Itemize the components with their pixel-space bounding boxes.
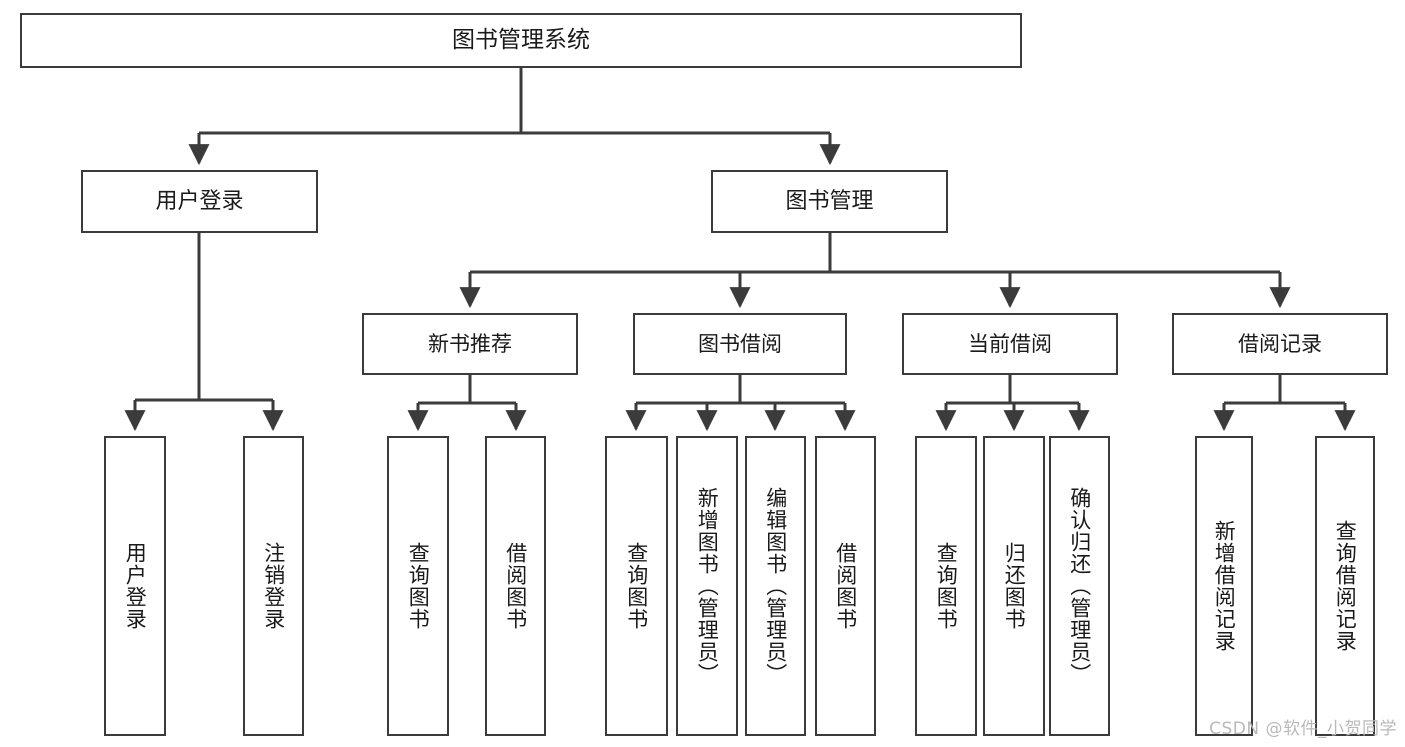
leaf-add-book-admin[interactable]: 新增图书（管理员） — [676, 436, 738, 736]
node-borrow-records[interactable]: 借阅记录 — [1172, 313, 1388, 375]
leaf-query-books-current[interactable]: 查询图书 — [915, 436, 977, 736]
leaf-add-borrow-record[interactable]: 新增借阅记录 — [1195, 436, 1253, 736]
node-borrow-records-label: 借阅记录 — [1238, 331, 1322, 356]
watermark: CSDN @软件_小贺同学 — [1209, 719, 1397, 739]
leaf-confirm-return-admin-label: 确认归还（管理员） — [1067, 487, 1092, 685]
leaf-query-borrow-record-label: 查询借阅记录 — [1333, 520, 1358, 652]
node-root[interactable]: 图书管理系统 — [20, 13, 1022, 68]
node-new-book-recommendation-label: 新书推荐 — [428, 331, 512, 356]
leaf-return-books-label: 归还图书 — [1002, 542, 1027, 630]
leaf-borrow-books-recommendation[interactable]: 借阅图书 — [485, 436, 546, 736]
leaf-add-book-admin-label: 新增图书（管理员） — [695, 487, 720, 685]
leaf-confirm-return-admin[interactable]: 确认归还（管理员） — [1049, 436, 1110, 736]
node-book-management-label: 图书管理 — [785, 188, 874, 214]
leaf-borrow-books[interactable]: 借阅图书 — [815, 436, 876, 736]
leaf-query-borrow-record[interactable]: 查询借阅记录 — [1315, 436, 1375, 736]
node-root-label: 图书管理系统 — [452, 27, 590, 54]
leaf-logout[interactable]: 注销登录 — [243, 436, 304, 736]
leaf-borrow-books-label: 借阅图书 — [833, 542, 858, 630]
node-book-borrow[interactable]: 图书借阅 — [633, 313, 847, 375]
leaf-query-books-recommendation[interactable]: 查询图书 — [387, 436, 449, 736]
leaf-edit-book-admin-label: 编辑图书（管理员） — [763, 487, 788, 685]
leaf-edit-book-admin[interactable]: 编辑图书（管理员） — [745, 436, 806, 736]
node-user-login-label: 用户登录 — [155, 188, 244, 214]
leaf-add-borrow-record-label: 新增借阅记录 — [1212, 520, 1237, 652]
node-current-borrow[interactable]: 当前借阅 — [902, 313, 1118, 375]
leaf-user-login-label: 用户登录 — [123, 542, 148, 630]
node-book-management[interactable]: 图书管理 — [711, 170, 948, 233]
leaf-return-books[interactable]: 归还图书 — [983, 436, 1045, 736]
leaf-query-books-borrow-label: 查询图书 — [624, 542, 649, 630]
node-current-borrow-label: 当前借阅 — [968, 331, 1052, 356]
leaf-borrow-books-recommendation-label: 借阅图书 — [503, 542, 528, 630]
node-new-book-recommendation[interactable]: 新书推荐 — [362, 313, 578, 375]
leaf-user-login[interactable]: 用户登录 — [104, 436, 166, 736]
leaf-query-books-recommendation-label: 查询图书 — [406, 542, 431, 630]
node-user-login[interactable]: 用户登录 — [81, 170, 318, 233]
leaf-query-books-current-label: 查询图书 — [934, 542, 959, 630]
leaf-logout-label: 注销登录 — [261, 542, 286, 630]
leaf-query-books-borrow[interactable]: 查询图书 — [605, 436, 668, 736]
node-book-borrow-label: 图书借阅 — [698, 331, 782, 356]
